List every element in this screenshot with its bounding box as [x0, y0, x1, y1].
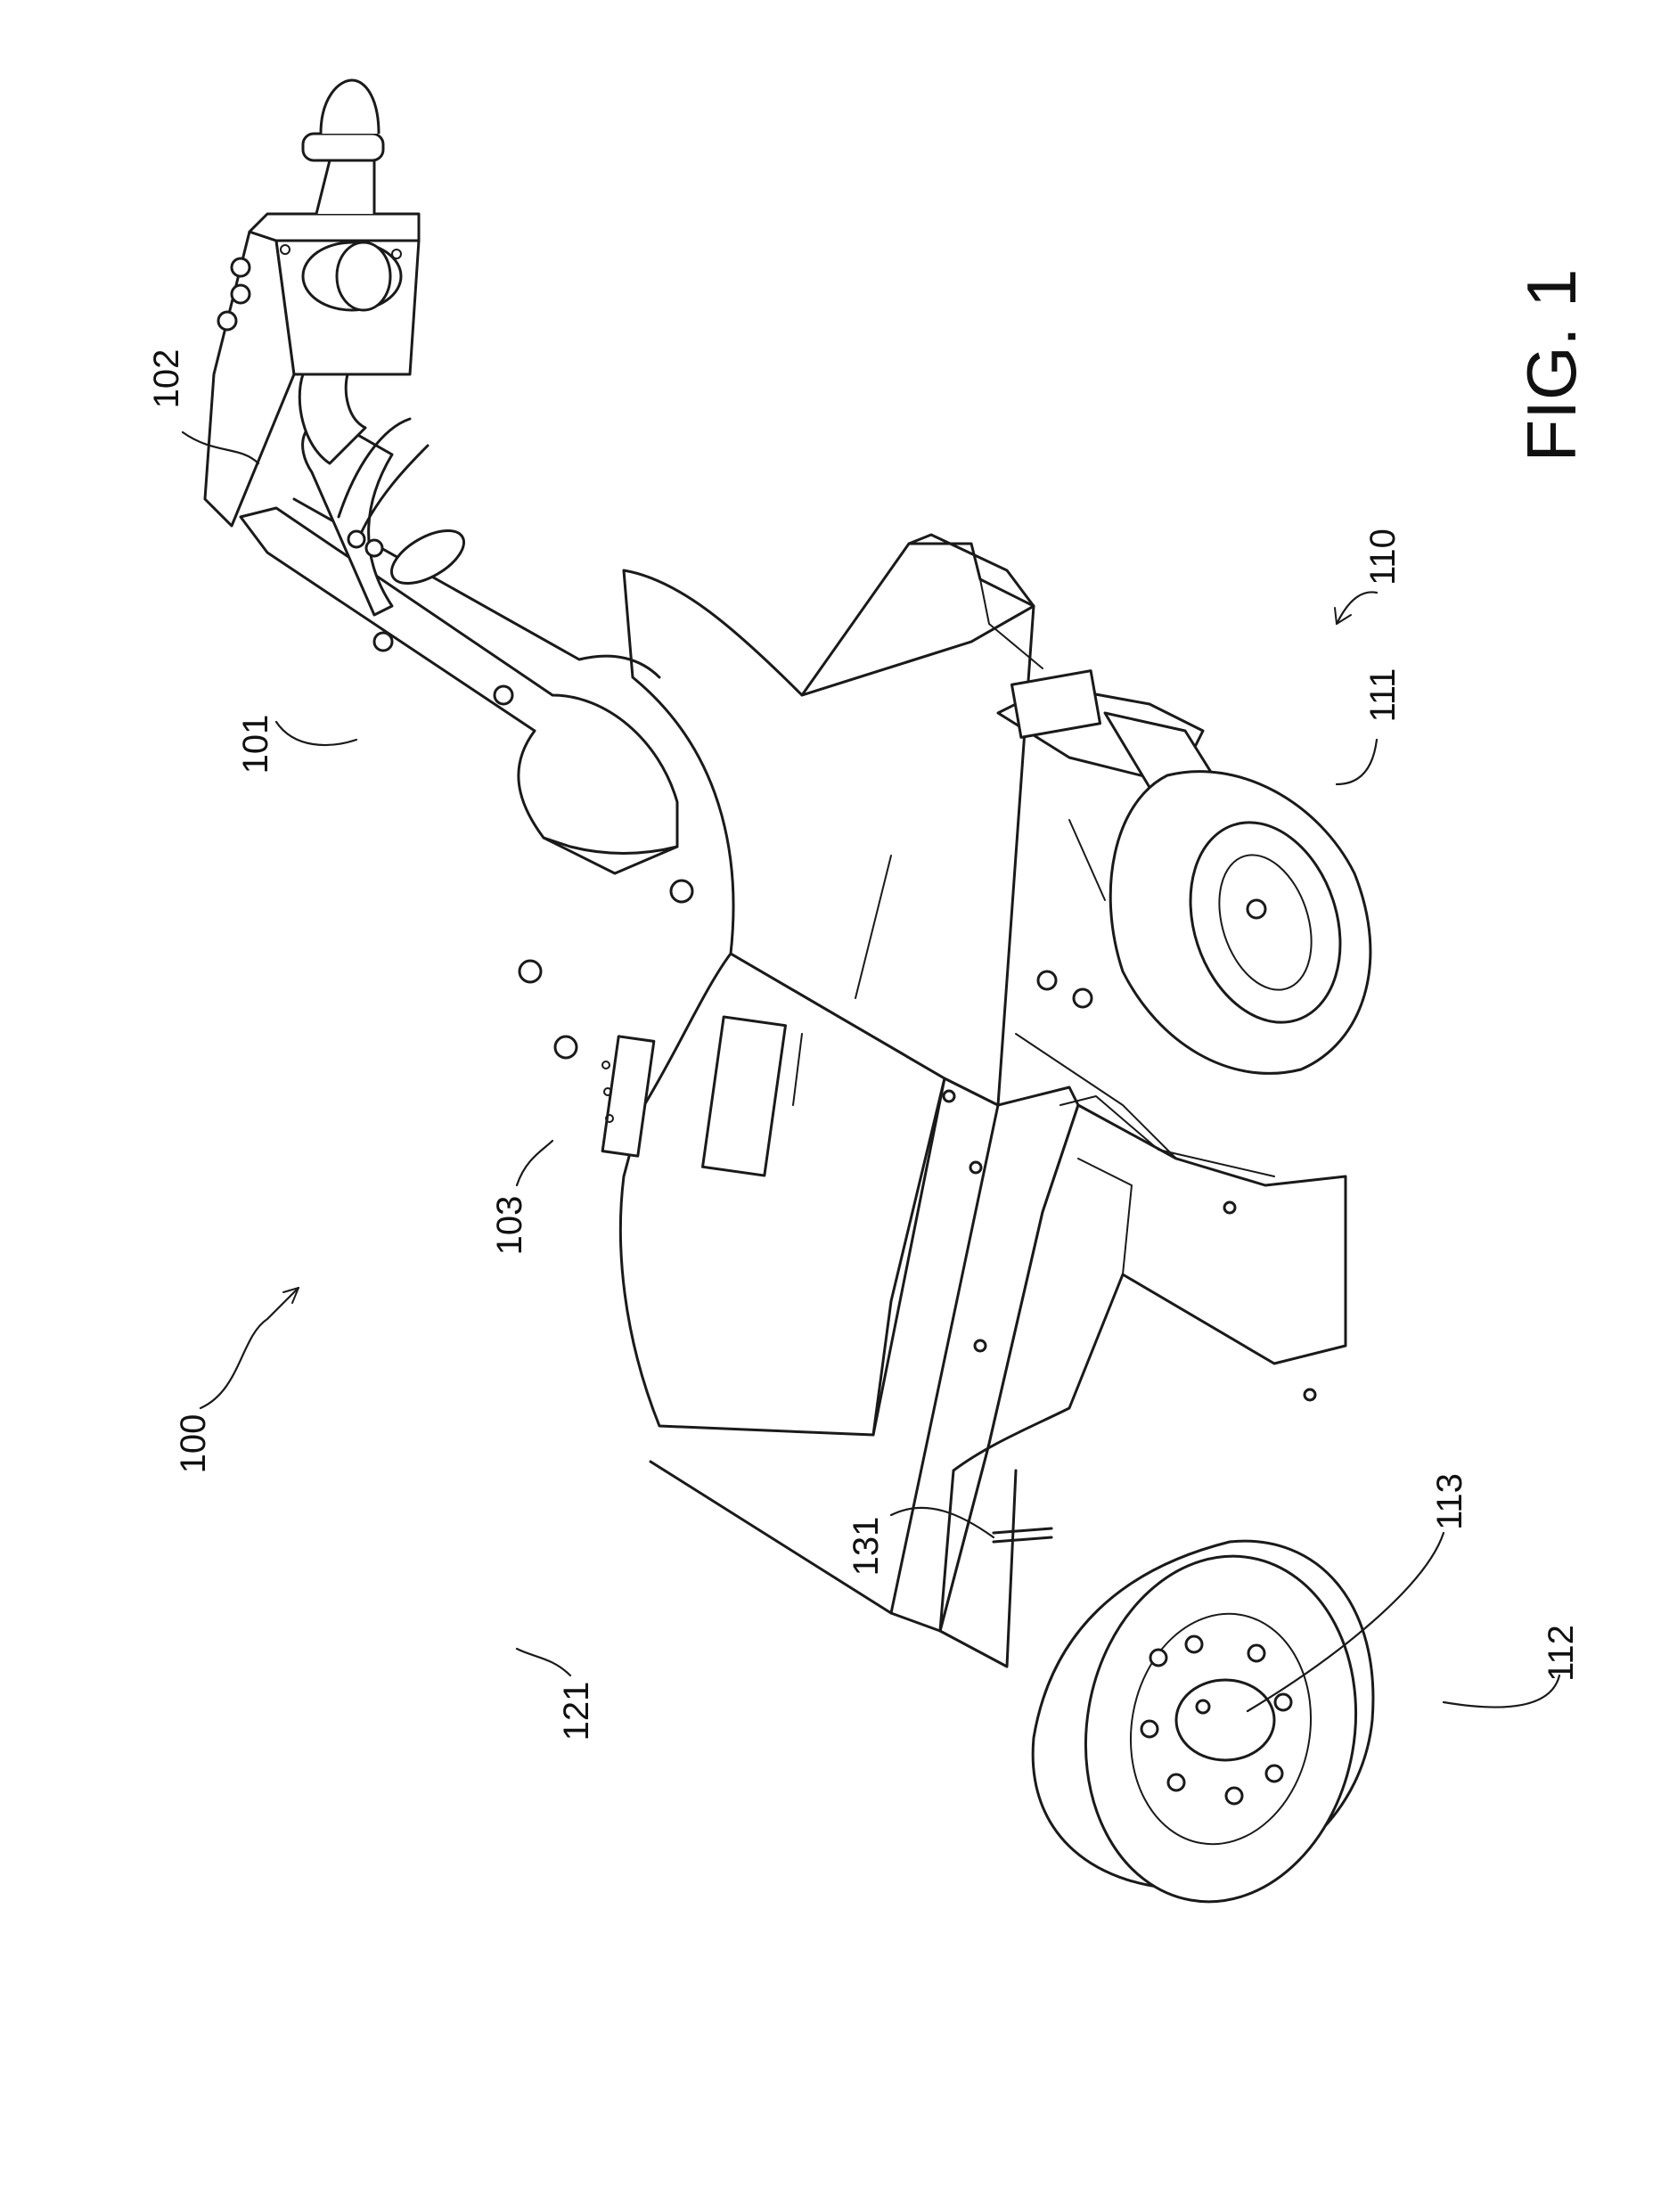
ref-131: 131 [847, 1517, 886, 1577]
ref-121: 121 [557, 1682, 596, 1741]
ref-113: 113 [1430, 1473, 1469, 1530]
tiller-101 [241, 419, 692, 1058]
leader-100 [200, 1288, 299, 1408]
ref-101: 101 [236, 715, 275, 774]
front-wheel-111 [1110, 772, 1370, 1074]
leader-111 [1337, 740, 1377, 784]
ref-111: 111 [1363, 668, 1403, 723]
figure-title: FIG. 1 [1512, 269, 1591, 463]
ref-100: 100 [174, 1414, 213, 1474]
body-103 [602, 535, 1346, 1667]
ref-102: 102 [147, 349, 186, 409]
leader-131 [891, 1508, 994, 1537]
ref-110: 110 [1363, 528, 1403, 586]
ref-103: 103 [490, 1196, 529, 1256]
hitch-pin-131 [994, 1528, 1051, 1542]
leader-121 [517, 1649, 570, 1675]
leader-103 [517, 1141, 552, 1185]
leader-101 [276, 722, 356, 745]
ref-112: 112 [1542, 1625, 1581, 1682]
